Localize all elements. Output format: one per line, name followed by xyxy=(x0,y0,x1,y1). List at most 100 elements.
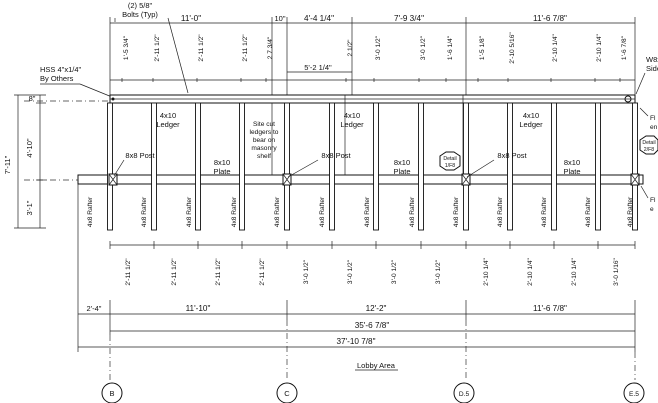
top-spacing-label: 1'-5 3/4" xyxy=(123,35,130,60)
svg-text:Bolts (Typ): Bolts (Typ) xyxy=(122,10,158,19)
top-spacing-label: 2'-11 1/2" xyxy=(242,34,249,62)
bottom-spacing-label: 3'-0 1/16" xyxy=(613,257,620,285)
plate-label-size: 8x10 xyxy=(214,158,230,167)
rafter-label: 4x8 Rafter xyxy=(319,196,326,227)
ledger-beam xyxy=(109,94,636,104)
top-spacing-label: 1'-5 1/8" xyxy=(479,35,486,60)
svg-text:(2) 5/8": (2) 5/8" xyxy=(128,1,153,10)
rafter-label: 4x8 Rafter xyxy=(364,196,371,227)
dim-bottom-1: 2'-4" xyxy=(87,304,102,313)
svg-text:Site cut: Site cut xyxy=(253,121,275,128)
rafter xyxy=(195,102,201,231)
svg-text:8x8 Post: 8x8 Post xyxy=(321,151,351,160)
rafter xyxy=(507,102,513,231)
dim-overall-2: 37'-10 7/8" xyxy=(336,337,375,346)
rafter-group: 4x8 Rafter 4x8 Rafter 4x8 Rafter 4x8 Rafter… xyxy=(87,102,638,231)
rafter xyxy=(418,102,424,231)
svg-text:Side: Side xyxy=(646,64,658,73)
svg-text:C: C xyxy=(284,389,290,398)
rafter xyxy=(463,102,469,231)
rafter xyxy=(551,102,557,231)
svg-text:W8x: W8x xyxy=(646,55,658,64)
grid-bubble-e5: E.5 xyxy=(623,382,645,403)
top-spacing-label: 2'-10 1/4" xyxy=(552,33,559,61)
top-spacing-label: 3'-0 1/2" xyxy=(375,35,382,60)
ledger-labels: 4x10 4x10 4x10 xyxy=(160,111,539,120)
bottom-spacing-label: 2'-11 1/2" xyxy=(215,258,222,286)
bottom-spacing-label: 2'-10 1/4" xyxy=(483,257,490,285)
dim-overall-1: 35'-6 7/8" xyxy=(355,321,390,330)
svg-text:HSS 4"x1/4": HSS 4"x1/4" xyxy=(40,65,82,74)
site-cut-note: Site cut ledgers to bear on masonry shel… xyxy=(250,121,279,160)
dim-left-2: 4'-10" xyxy=(25,138,34,157)
svg-text:Detail: Detail xyxy=(443,156,456,162)
right-cut-labels: Fl en Fl e xyxy=(639,107,658,213)
rafter-label: 4x8 Rafter xyxy=(453,196,460,227)
svg-text:4x10: 4x10 xyxy=(344,111,360,120)
bottom-spacing-label: 2'-11 1/2" xyxy=(259,258,266,286)
bottom-spacing-label: 3'-0 1/2" xyxy=(391,259,398,284)
hss-note: HSS 4"x1/4" By Others xyxy=(40,65,113,98)
rafter xyxy=(595,102,601,231)
rafter-label: 4x8 Rafter xyxy=(585,196,592,227)
bottom-spacing-label: 2'-10 1/4" xyxy=(571,257,578,285)
bolts-note: (2) 5/8" Bolts (Typ) xyxy=(114,1,189,94)
top-spacing-labels: 1'-5 3/4"2'-11 1/2"2'-11 1/2"2'-11 1/2"2… xyxy=(121,32,628,82)
grid-bubble-d5: D.5 xyxy=(453,382,475,403)
rafter-label: 4x8 Rafter xyxy=(274,196,281,227)
dim-top-4: 7'-9 3/4" xyxy=(394,14,424,23)
ledger-label-type: Ledger xyxy=(519,120,543,129)
svg-text:2/F8: 2/F8 xyxy=(644,147,654,153)
svg-text:By Others: By Others xyxy=(40,74,74,83)
rafter-label: 4x8 Rafter xyxy=(87,196,94,227)
dim-top-5: 11'-6 7/8" xyxy=(533,14,567,23)
grid-lines xyxy=(109,320,636,380)
grid-bubble-b: B xyxy=(101,382,123,403)
plate-label-type: Plate xyxy=(213,167,230,176)
rafter-label: 4x8 Rafter xyxy=(186,196,193,227)
ledger-label-type: Ledger xyxy=(340,120,364,129)
svg-text:D.5: D.5 xyxy=(459,391,470,398)
dim-second: 5'-2 1/4" xyxy=(304,63,332,72)
svg-text:Fl: Fl xyxy=(650,115,656,122)
top-spacing-label: 2'-11 1/2" xyxy=(198,34,205,62)
plate-label-size: 8x10 xyxy=(394,158,410,167)
top-spacing-label: 2 1/2" xyxy=(347,39,354,57)
rafter xyxy=(151,102,157,231)
plate-label-size: 8x10 xyxy=(564,158,580,167)
post-labels: 8x8 Post 8x8 Post 8x8 Post xyxy=(113,151,528,178)
left-dimension-lines xyxy=(14,94,46,229)
rafter-label: 4x8 Rafter xyxy=(497,196,504,227)
svg-text:E.5: E.5 xyxy=(629,391,639,398)
svg-text:masonry: masonry xyxy=(251,145,277,152)
plate-beam xyxy=(77,174,644,185)
top-spacing-label: 1'-6 1/4" xyxy=(447,35,454,60)
svg-text:4x10: 4x10 xyxy=(523,111,539,120)
bottom-spacing-label: 3'-0 1/2" xyxy=(303,259,310,284)
top-spacing-label: 2'-10 5/16" xyxy=(509,32,516,64)
svg-text:ledgers to: ledgers to xyxy=(250,129,279,136)
bottom-spacing-label: 2'-10 1/4" xyxy=(527,257,534,285)
bottom-spacing-label: 2'-11 1/2" xyxy=(125,258,132,286)
top-spacing-label: 3'-0 1/2" xyxy=(420,35,427,60)
wide-flange-note: W8x Side xyxy=(635,55,658,95)
dim-bottom-3: 12'-2" xyxy=(366,304,387,313)
svg-text:8x8 Post: 8x8 Post xyxy=(497,151,527,160)
svg-text:Detail: Detail xyxy=(642,140,655,146)
dim-top-3: 4'-4 1/4" xyxy=(304,14,334,23)
bottom-spacing-labels: 2'-11 1/2"2'-11 1/2"2'-11 1/2"2'-11 1/2"… xyxy=(109,241,636,286)
plate-label-type: Plate xyxy=(563,167,580,176)
svg-text:1/F8: 1/F8 xyxy=(445,163,455,169)
bottom-dimension-lines xyxy=(77,184,636,352)
svg-text:en: en xyxy=(650,124,658,131)
top-spacing-label: 2'-10 1/4" xyxy=(596,33,603,61)
top-spacing-label: 1'-6 7/8" xyxy=(621,35,628,60)
bottom-spacing-label: 3'-0 1/2" xyxy=(347,259,354,284)
rafter xyxy=(329,102,335,231)
rafter xyxy=(284,102,290,231)
rafter-label: 4x8 Rafter xyxy=(141,196,148,227)
dim-left-1: 8" xyxy=(29,94,36,103)
rafter xyxy=(107,102,113,231)
